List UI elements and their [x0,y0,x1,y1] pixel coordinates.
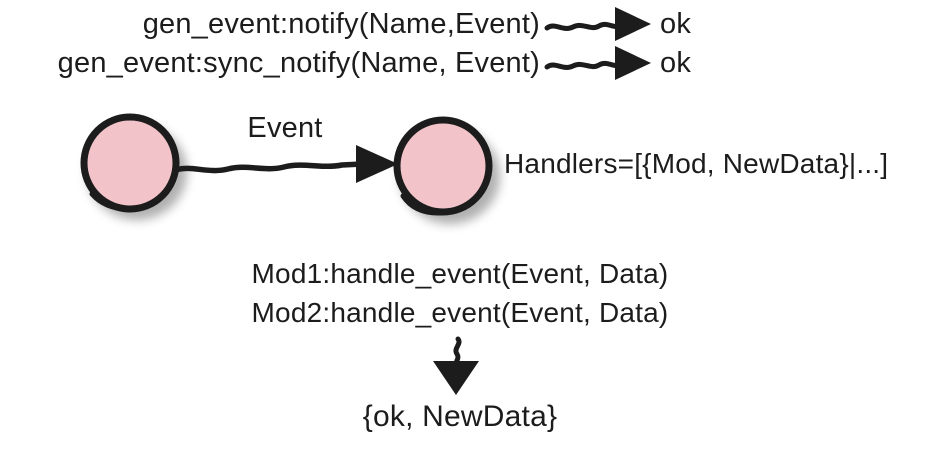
result-arrow-down-icon [433,336,479,395]
event-arrow-label: Event [247,112,323,144]
notify-call-label: gen_event:notify(Name,Event) [142,8,540,40]
notify-arrow-icon [544,7,651,41]
handler-call-mod2: Mod2:handle_event(Event, Data) [251,297,669,328]
handler-call-mod1: Mod1:handle_event(Event, Data) [251,258,669,289]
sync-notify-call-label: gen_event:sync_notify(Name, Event) [57,47,540,79]
event-arrow-icon [173,145,398,183]
result-tuple-label: {ok, NewData} [362,400,558,433]
sync-notify-result-label: ok [660,47,692,79]
handlers-list-label: Handlers=[{Mod, NewData}|...] [504,148,889,179]
notify-result-label: ok [660,8,692,40]
event-manager-circle [393,116,500,224]
event-sender-circle [80,113,187,220]
sync-notify-arrow-icon [544,46,651,80]
